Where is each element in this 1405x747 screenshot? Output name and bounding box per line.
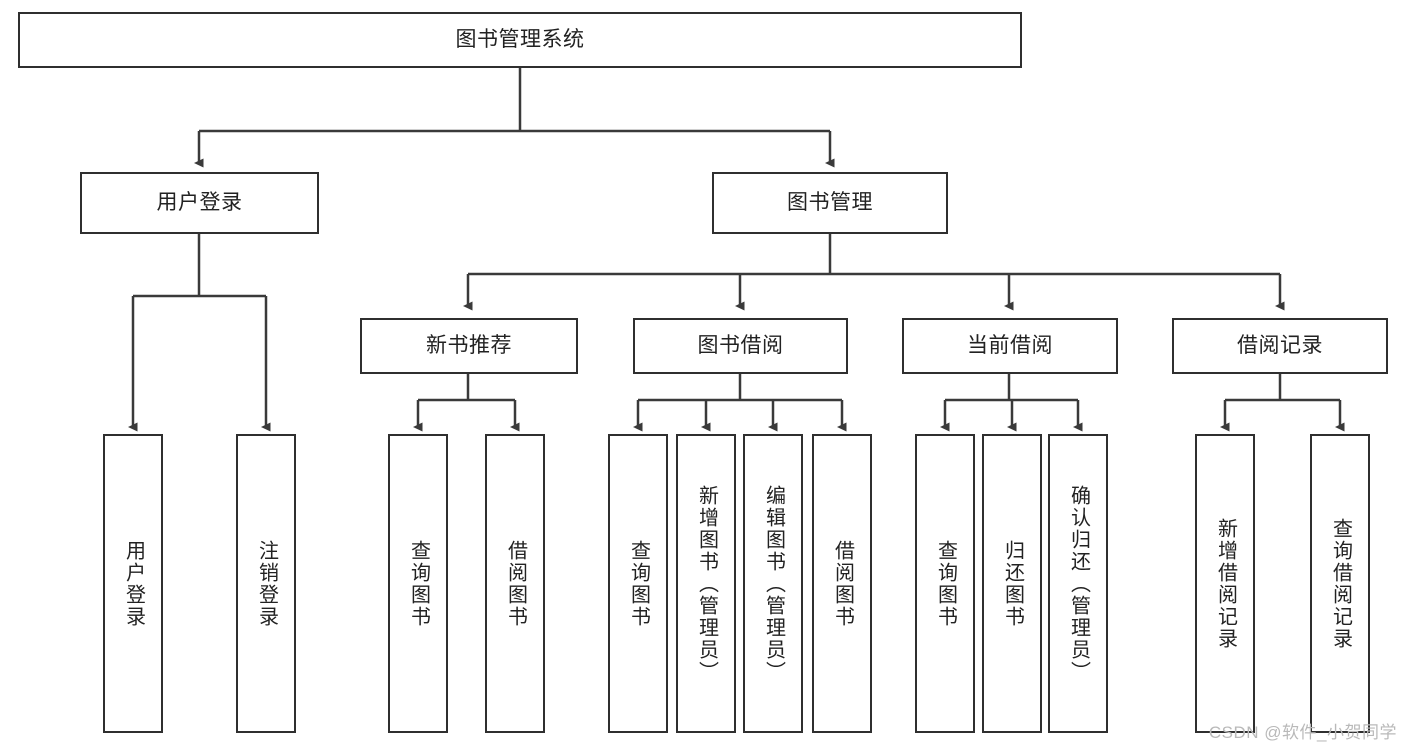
node-user-login[interactable]: 用户登录 — [80, 172, 319, 234]
node-leaf-borrow-book-2-label: 借阅图书 — [831, 539, 854, 628]
node-leaf-return-book[interactable]: 归还图书 — [982, 434, 1042, 733]
node-leaf-query-book-3[interactable]: 查询图书 — [915, 434, 975, 733]
node-leaf-add-book[interactable]: 新增图书（管理员） — [676, 434, 736, 733]
node-leaf-add-record[interactable]: 新增借阅记录 — [1195, 434, 1255, 733]
node-leaf-user-login-label: 用户登录 — [122, 539, 145, 628]
node-leaf-user-logout[interactable]: 注销登录 — [236, 434, 296, 733]
csdn-watermark: CSDN @软件_小贺同学 — [1208, 723, 1397, 742]
node-leaf-edit-book-label: 编辑图书（管理员） — [762, 484, 785, 683]
node-root-label: 图书管理系统 — [455, 28, 585, 52]
node-leaf-confirm-return[interactable]: 确认归还（管理员） — [1048, 434, 1108, 733]
node-leaf-query-book-2[interactable]: 查询图书 — [608, 434, 668, 733]
node-new-book-recommend[interactable]: 新书推荐 — [360, 318, 578, 374]
node-current-borrow[interactable]: 当前借阅 — [902, 318, 1118, 374]
node-leaf-borrow-book-1-label: 借阅图书 — [504, 539, 527, 628]
node-leaf-add-book-label: 新增图书（管理员） — [695, 484, 718, 683]
node-leaf-borrow-book-2[interactable]: 借阅图书 — [812, 434, 872, 733]
node-leaf-user-login[interactable]: 用户登录 — [103, 434, 163, 733]
node-leaf-user-logout-label: 注销登录 — [255, 539, 278, 628]
node-borrow-record[interactable]: 借阅记录 — [1172, 318, 1388, 374]
node-leaf-edit-book[interactable]: 编辑图书（管理员） — [743, 434, 803, 733]
node-user-login-label: 用户登录 — [156, 191, 243, 215]
node-borrow-record-label: 借阅记录 — [1237, 334, 1323, 358]
node-leaf-add-record-label: 新增借阅记录 — [1214, 517, 1237, 650]
node-leaf-query-book-1-label: 查询图书 — [407, 539, 430, 628]
node-book-borrow-label: 图书借阅 — [697, 334, 784, 358]
node-leaf-query-book-2-label: 查询图书 — [627, 539, 650, 628]
node-leaf-query-book-3-label: 查询图书 — [934, 539, 957, 628]
node-book-manage-label: 图书管理 — [787, 191, 873, 215]
node-leaf-query-record[interactable]: 查询借阅记录 — [1310, 434, 1370, 733]
node-leaf-query-book-1[interactable]: 查询图书 — [388, 434, 448, 733]
node-current-borrow-label: 当前借阅 — [967, 334, 1053, 358]
node-leaf-query-record-label: 查询借阅记录 — [1329, 517, 1352, 650]
node-leaf-return-book-label: 归还图书 — [1001, 539, 1024, 628]
node-leaf-borrow-book-1[interactable]: 借阅图书 — [485, 434, 545, 733]
node-book-borrow[interactable]: 图书借阅 — [633, 318, 848, 374]
node-root[interactable]: 图书管理系统 — [18, 12, 1022, 68]
node-leaf-confirm-return-label: 确认归还（管理员） — [1067, 484, 1090, 683]
node-new-book-recommend-label: 新书推荐 — [426, 334, 512, 358]
node-book-manage[interactable]: 图书管理 — [712, 172, 948, 234]
